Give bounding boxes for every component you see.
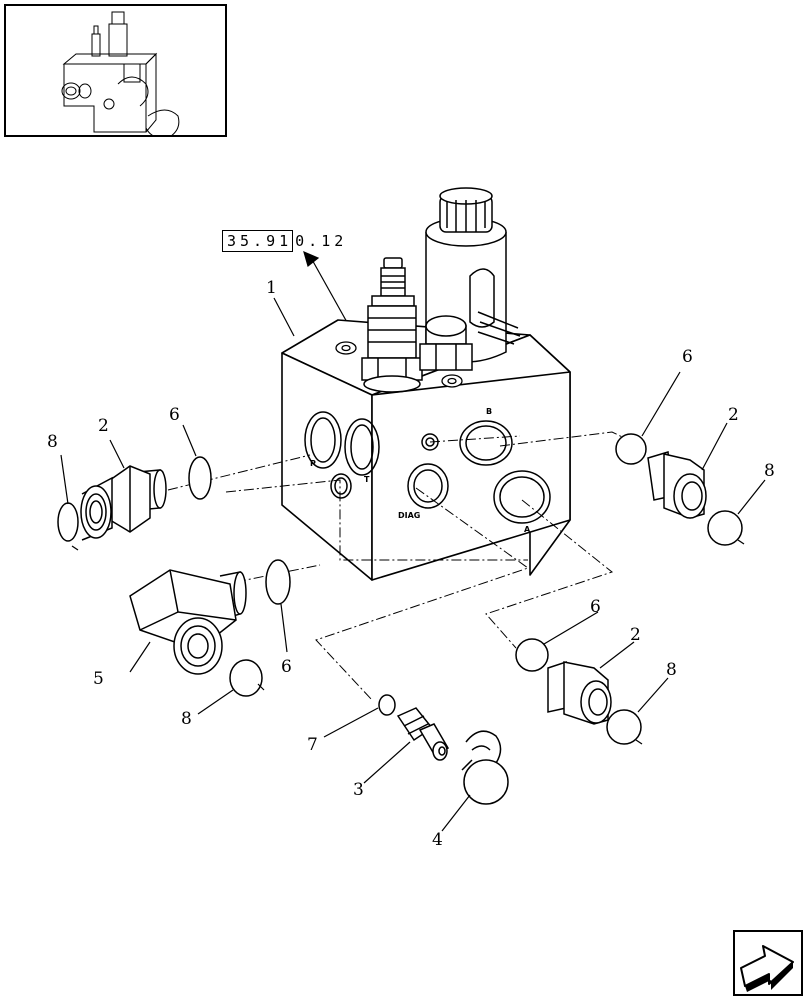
callout-8-elbow: 8 <box>181 709 192 729</box>
callout-8-right-upper: 8 <box>764 461 775 481</box>
port-label-a: A <box>524 525 531 534</box>
front-ports <box>304 411 380 499</box>
callout-6-left: 6 <box>169 405 180 425</box>
right-ports <box>407 420 551 524</box>
right-union-fitting-upper <box>615 433 743 546</box>
elbow-fitting <box>129 559 291 697</box>
dust-cap <box>461 730 509 805</box>
next-page-arrow-icon <box>740 945 794 992</box>
callout-6-right-upper: 6 <box>682 347 693 367</box>
callout-6-elbow: 6 <box>281 657 292 677</box>
callout-8-right-lower: 8 <box>666 660 677 680</box>
port-label-t: T <box>364 475 370 484</box>
callout-2-left: 2 <box>98 416 109 436</box>
callout-2-right-upper: 2 <box>728 405 739 425</box>
cap-fitting <box>419 315 473 371</box>
callout-5: 5 <box>93 669 104 689</box>
callout-8-left: 8 <box>47 432 58 452</box>
callout-2-right-lower: 2 <box>630 625 641 645</box>
reference-leader <box>303 250 349 325</box>
right-union-fitting-lower <box>515 638 642 745</box>
callout-3: 3 <box>353 780 364 800</box>
reference-boxed-part: 35.91 <box>222 230 294 252</box>
callout-1: 1 <box>266 278 277 298</box>
callout-leaders <box>60 297 766 832</box>
port-label-b: B <box>486 407 492 416</box>
cartridge-valve <box>361 257 423 393</box>
callout-6-right-lower: 6 <box>590 597 601 617</box>
port-label-p: P <box>310 459 316 468</box>
port-label-diag: DIAG <box>398 511 420 520</box>
oring-ticks <box>71 539 745 745</box>
thumbnail-valve-sketch <box>61 11 180 139</box>
overview-thumbnail <box>4 4 227 139</box>
reference-suffix: 0.12 <box>295 232 348 250</box>
test-coupling <box>378 694 450 761</box>
callout-7: 7 <box>307 735 318 755</box>
left-union-fitting <box>57 456 212 542</box>
callout-4: 4 <box>432 830 443 850</box>
next-page-button[interactable] <box>733 930 803 996</box>
